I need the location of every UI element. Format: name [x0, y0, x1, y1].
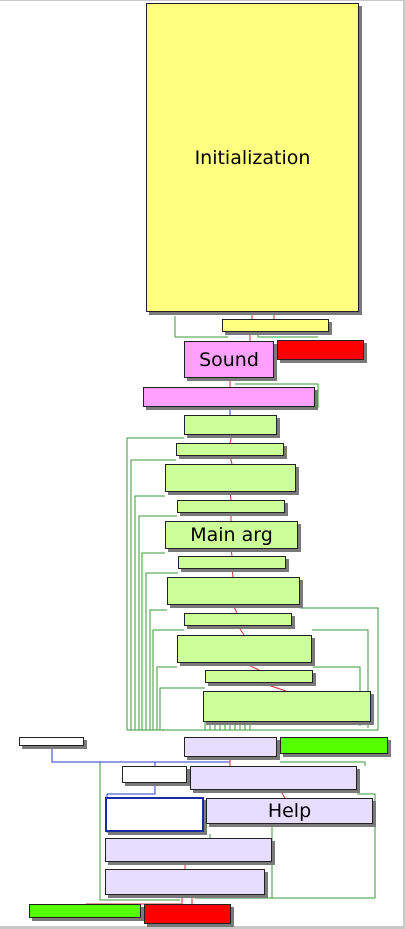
node-initialization[interactable]: Initialization	[146, 3, 359, 312]
edge-green-13	[159, 687, 205, 730]
edge-red-13	[243, 662, 260, 671]
edge-green-6	[134, 495, 165, 730]
node-white-mid[interactable]	[122, 766, 187, 783]
edge-green-10	[149, 609, 167, 730]
node-initialization-label: Initialization	[194, 146, 311, 169]
frame-right-border	[403, 0, 405, 929]
edge-green-19	[99, 762, 180, 901]
frame-bottom-border	[0, 926, 405, 929]
edge-green-3	[235, 383, 319, 408]
edge-red-16	[279, 789, 286, 799]
node-lav-2[interactable]	[190, 766, 357, 790]
edge-green-21	[280, 761, 366, 766]
node-red-top[interactable]	[277, 340, 364, 360]
node-lime-9[interactable]	[177, 635, 312, 663]
node-lav-1[interactable]	[184, 737, 277, 757]
edge-red-9	[230, 548, 233, 557]
edge-green-5	[130, 459, 176, 730]
node-green-right[interactable]	[280, 737, 388, 754]
node-lime-7[interactable]	[167, 577, 300, 605]
node-red-bottom[interactable]	[144, 904, 231, 924]
edge-red-12	[237, 625, 245, 636]
edge-red-11	[232, 604, 238, 614]
edge-green-22	[195, 793, 376, 899]
node-lav-5[interactable]	[105, 869, 265, 895]
node-yellow-small[interactable]	[222, 319, 329, 332]
node-sound[interactable]: Sound	[184, 341, 274, 378]
edge-green-8	[141, 552, 165, 730]
node-lime-1[interactable]	[184, 415, 277, 435]
node-lime-2[interactable]	[176, 443, 284, 456]
edge-green-16	[300, 607, 379, 731]
node-lime-6[interactable]	[178, 556, 286, 569]
edge-green-11	[152, 629, 184, 730]
node-lime-4[interactable]	[177, 500, 285, 513]
node-white-thick[interactable]	[105, 797, 204, 832]
node-lime-3[interactable]	[165, 464, 296, 492]
edge-red-14	[261, 682, 287, 692]
node-help-label: Help	[267, 800, 312, 822]
edge-red-5	[229, 434, 233, 444]
node-white-left[interactable]	[19, 737, 84, 746]
edge-green-12	[156, 666, 177, 730]
node-sound-label: Sound	[199, 348, 259, 371]
edge-green-4	[126, 437, 184, 730]
node-help[interactable]: Help	[206, 798, 373, 824]
node-lime-8[interactable]	[184, 613, 292, 626]
edge-red-6	[229, 455, 233, 465]
node-main-arg-label: Main arg	[190, 524, 273, 546]
edge-green-1	[174, 316, 228, 338]
edge-green-9	[145, 572, 178, 730]
node-pink-wide[interactable]	[143, 387, 315, 407]
node-green-bottom[interactable]	[29, 904, 141, 918]
edge-green-2	[257, 330, 318, 338]
node-lime-10[interactable]	[205, 670, 313, 683]
edge-red-10	[231, 568, 234, 578]
edge-red-7	[229, 491, 232, 501]
frame-top-border	[0, 0, 405, 1]
node-lime-11[interactable]	[203, 691, 371, 722]
edge-blue-2	[51, 746, 230, 763]
node-main-arg[interactable]: Main arg	[165, 521, 298, 549]
node-lav-4[interactable]	[105, 838, 272, 862]
edge-green-7	[138, 515, 177, 730]
